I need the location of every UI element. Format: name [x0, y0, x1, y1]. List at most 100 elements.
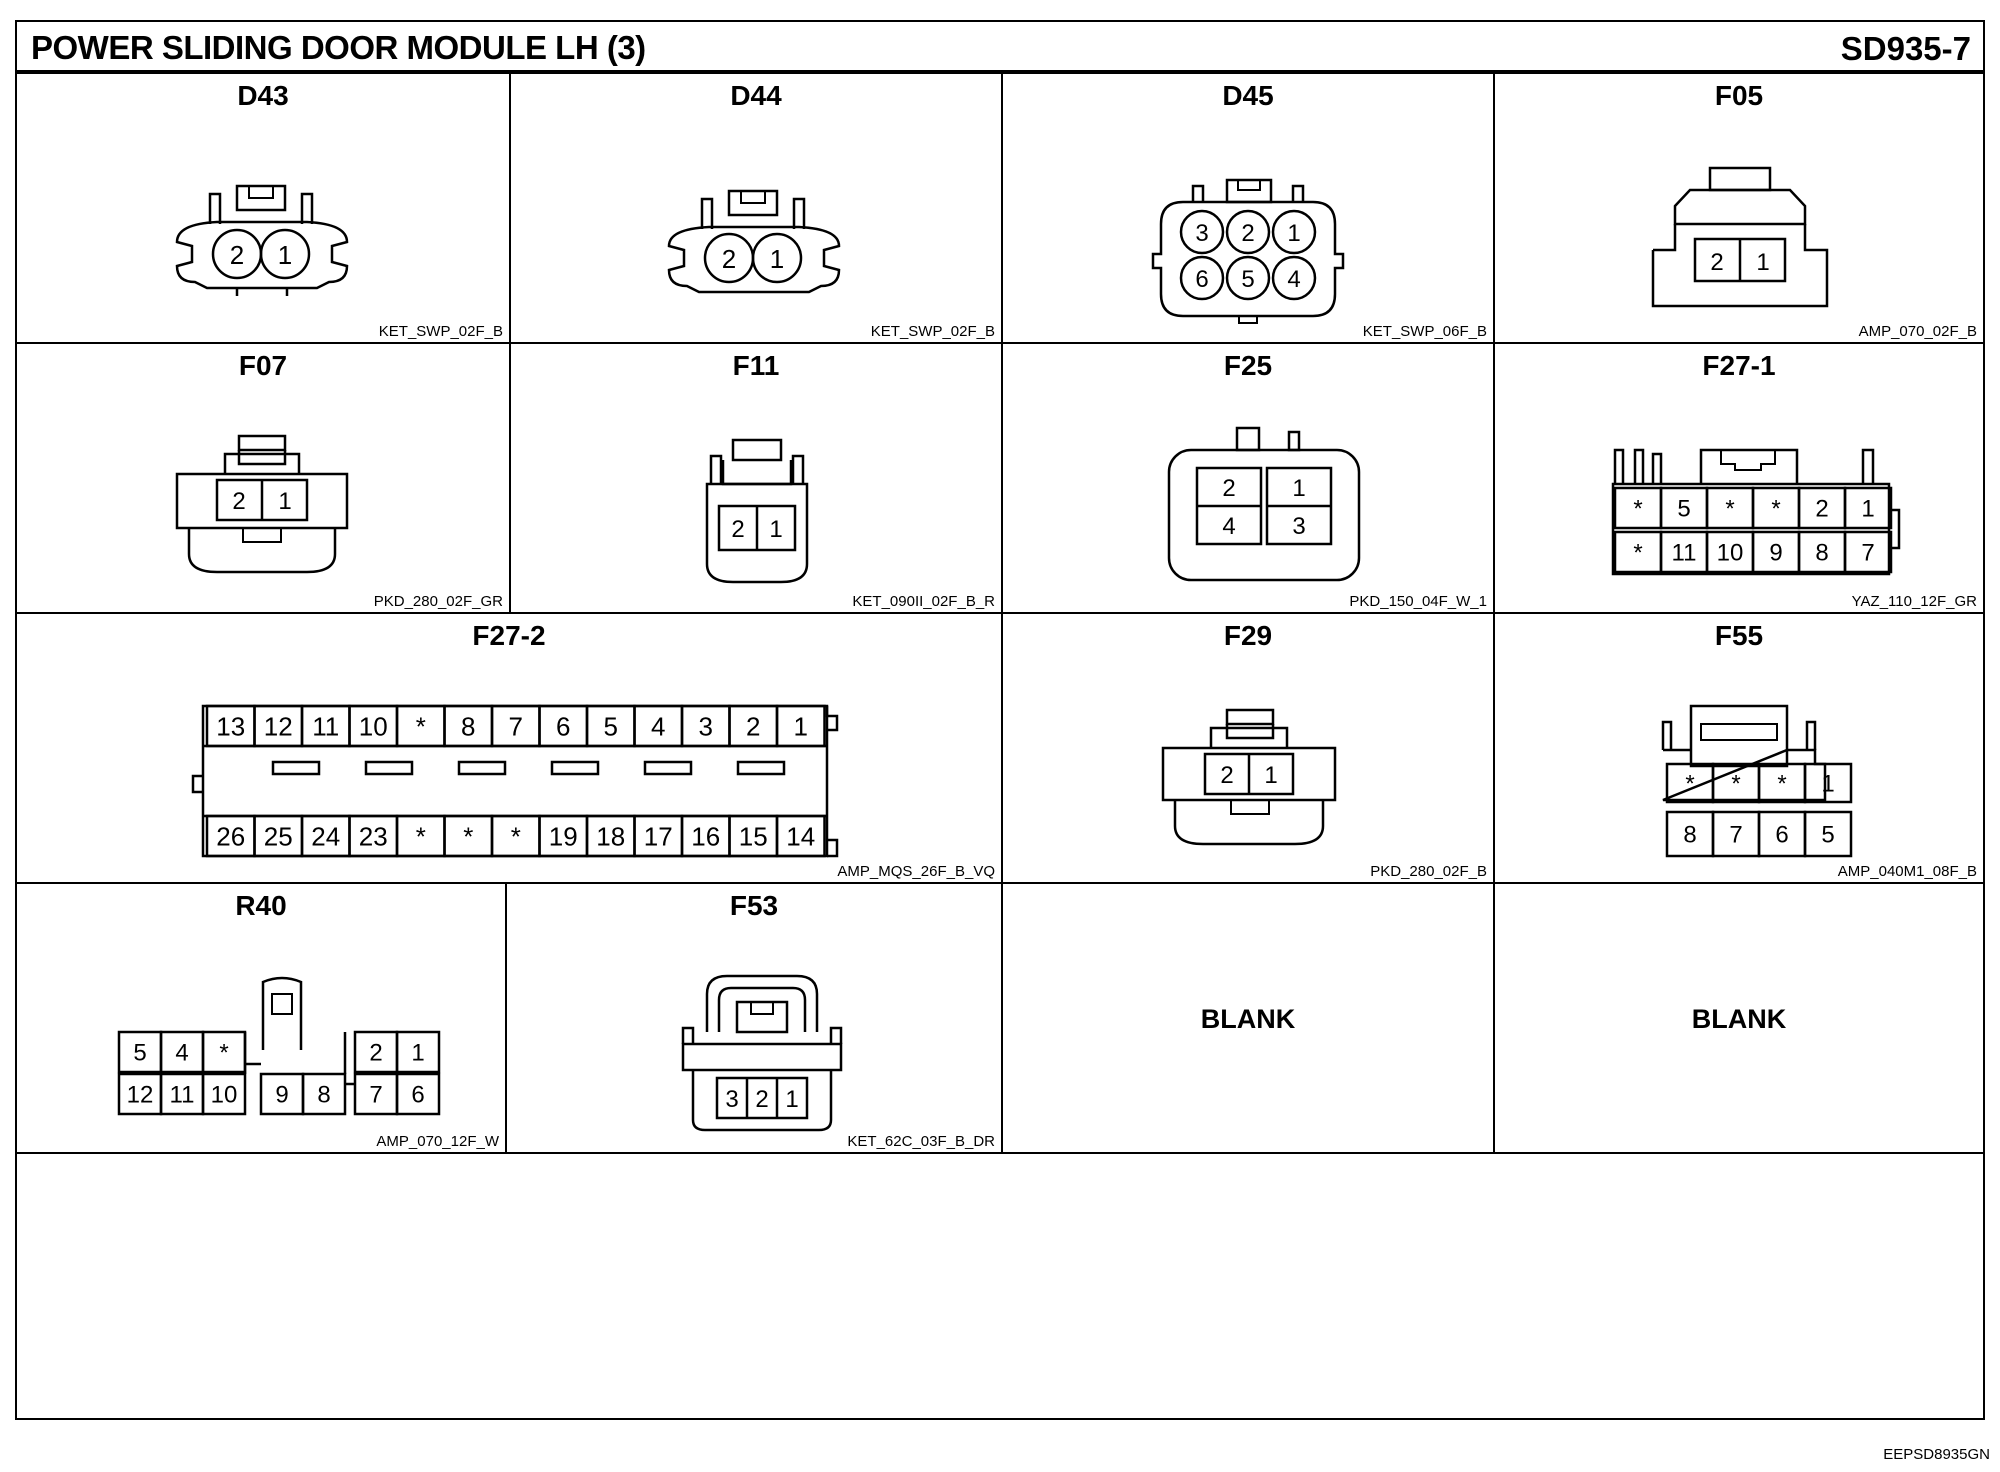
- pin-label: *: [1777, 771, 1786, 798]
- connector-drawing-f53: 3 2 1: [681, 974, 843, 1132]
- connector-name: F53: [729, 890, 779, 921]
- pin-label: 13: [216, 711, 245, 741]
- pin-label: 26: [216, 821, 245, 851]
- connector-part-number: PKD_280_02F_B: [1370, 863, 1487, 880]
- pin-label: 17: [644, 821, 673, 851]
- pin-label: 4: [651, 711, 665, 741]
- pin-label: 3: [699, 711, 713, 741]
- connector-name: D45: [1222, 80, 1274, 111]
- slot-marker: [736, 760, 786, 776]
- pin-label: 2: [731, 516, 744, 543]
- document-code: EEPSD8935GN: [1883, 1446, 1990, 1463]
- slot-marker: [643, 760, 693, 776]
- connector-cell-d45: D45 3 2 1 6 5 4 KET_SWP_06F_B: [1003, 74, 1495, 344]
- connector-part-number: KET_090II_02F_B_R: [852, 593, 995, 610]
- pin-cell: [395, 1072, 441, 1116]
- connector-drawing-f25: 2 1 4 3: [1167, 426, 1361, 582]
- connector-drawing-d44: 2 1: [667, 189, 841, 294]
- pin-label: 15: [739, 821, 768, 851]
- page-title: POWER SLIDING DOOR MODULE LH (3): [31, 29, 646, 66]
- pin-label: *: [416, 711, 426, 741]
- pin-label: 1: [1756, 249, 1769, 276]
- pin-label: 10: [211, 1082, 238, 1109]
- connector-name: F11: [732, 350, 780, 381]
- pin-label: 2: [1241, 220, 1254, 247]
- pin-label: 12: [264, 711, 293, 741]
- pin-label: 7: [1861, 540, 1874, 567]
- pin-label: 8: [461, 711, 475, 741]
- connector-cell-d43: D43 2 1 KET_SWP_02F_B: [17, 74, 511, 344]
- pin-label: 7: [509, 711, 523, 741]
- pin-label: 8: [1815, 540, 1828, 567]
- connector-cell-f11: F11 2 1 KET_090II_02F_B_R: [511, 344, 1003, 614]
- pin-label: 1: [278, 488, 291, 515]
- pin-label: *: [416, 821, 426, 851]
- pin-label: *: [511, 821, 521, 851]
- connector-drawing-f07: 2 1: [175, 434, 349, 574]
- connector-part-number: KET_SWP_02F_B: [378, 323, 503, 340]
- connector-part-number: KET_SWP_02F_B: [870, 323, 995, 340]
- connector-part-number: AMP_070_02F_B: [1858, 323, 1977, 340]
- pin-label: 9: [275, 1082, 288, 1109]
- pin-label: 1: [794, 711, 808, 741]
- connector-cell-f29: F29 2 1 PKD_280_02F_B: [1003, 614, 1495, 884]
- pin-label: 1: [1264, 762, 1277, 789]
- pin-label: *: [1731, 771, 1740, 798]
- pin-label: 5: [1677, 496, 1690, 523]
- connector-cell-f25: F25 2 1 4 3 PKD_150_04F_W_1: [1003, 344, 1495, 614]
- slot-marker: [550, 760, 600, 776]
- pin-label: 24: [311, 821, 340, 851]
- pin-cell: [301, 1072, 347, 1116]
- pin-label: 7: [369, 1082, 382, 1109]
- pin-label: 1: [770, 244, 784, 274]
- pin-label: 12: [127, 1082, 154, 1109]
- pin-label: *: [1771, 496, 1780, 523]
- pin-label: *: [463, 821, 473, 851]
- connector-drawing-d43: 2 1: [175, 184, 349, 296]
- connector-drawing-f29: 2 1: [1161, 708, 1337, 846]
- pin-cell: [1843, 486, 1893, 530]
- connector-name: F55: [1714, 620, 1764, 651]
- slot-marker: [271, 760, 321, 776]
- connector-drawing-f05: 2 1: [1651, 166, 1829, 308]
- pin-label: 6: [1775, 822, 1788, 849]
- pin-label: 5: [1821, 822, 1834, 849]
- pin-label: 3: [725, 1086, 738, 1113]
- pin-label: 1: [1287, 220, 1300, 247]
- connector-part-number: KET_62C_03F_B_DR: [847, 1133, 995, 1150]
- pin-label: 1: [769, 516, 782, 543]
- pin-label: 3: [1292, 513, 1305, 540]
- pin-label: 1: [1821, 771, 1834, 798]
- connector-name: F27-2: [472, 620, 546, 651]
- pin-label: 1: [411, 1040, 424, 1067]
- pin-label: *: [1633, 496, 1642, 523]
- pin-label: 1: [1292, 475, 1305, 502]
- pin-label: 23: [359, 821, 388, 851]
- connector-part-number: AMP_MQS_26F_B_VQ: [837, 863, 995, 880]
- pin-label: 10: [1717, 540, 1744, 567]
- connector-cell-f53: F53 3 2 1 KET_62C_03F_B_DR: [507, 884, 1003, 1154]
- pin-label: 4: [1222, 513, 1235, 540]
- pin-label: 16: [691, 821, 720, 851]
- pin-cell: [775, 814, 826, 858]
- connector-drawing-d45: 3 2 1 6 5 4: [1151, 178, 1345, 324]
- pin-label: 25: [264, 821, 293, 851]
- connector-name: F05: [1714, 80, 1764, 111]
- pin-label: *: [219, 1040, 228, 1067]
- connector-name: R40: [235, 890, 287, 921]
- connector-name: F29: [1223, 620, 1273, 651]
- slot-marker: [457, 760, 507, 776]
- pin-label: 4: [175, 1040, 188, 1067]
- pin-label: 8: [317, 1082, 330, 1109]
- blank-label: BLANK: [1200, 1004, 1296, 1034]
- pin-label: 2: [232, 488, 245, 515]
- pin-cell: [395, 1030, 441, 1074]
- pin-label: 2: [746, 711, 760, 741]
- diagram-frame: POWER SLIDING DOOR MODULE LH (3) SD935-7…: [15, 20, 1985, 1420]
- pin-cell: [1803, 810, 1853, 858]
- pin-label: 6: [556, 711, 570, 741]
- pin-label: *: [1633, 540, 1642, 567]
